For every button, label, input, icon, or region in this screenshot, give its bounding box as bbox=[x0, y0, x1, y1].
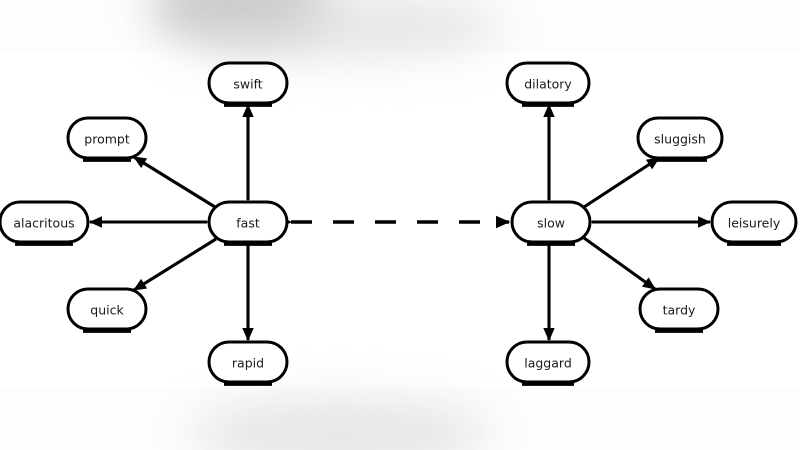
node-shape[interactable] bbox=[0, 200, 90, 244]
node-fast[interactable]: fast bbox=[207, 200, 289, 246]
node-shape[interactable] bbox=[710, 200, 798, 244]
edge-fast-prompt[interactable] bbox=[133, 155, 229, 219]
node-shape[interactable] bbox=[66, 287, 148, 331]
node-shape[interactable] bbox=[505, 61, 591, 105]
edge-line bbox=[133, 227, 230, 292]
node-shape[interactable] bbox=[207, 61, 289, 105]
edge-slow-sluggish[interactable] bbox=[570, 156, 660, 219]
node-swift[interactable]: swift bbox=[207, 61, 289, 107]
node-sluggish[interactable]: sluggish bbox=[636, 116, 724, 162]
node-shape[interactable] bbox=[207, 200, 289, 244]
node-rapid[interactable]: rapid bbox=[207, 340, 289, 386]
node-dilatory[interactable]: dilatory bbox=[505, 61, 591, 107]
node-shape[interactable] bbox=[207, 340, 289, 384]
node-shape[interactable] bbox=[66, 116, 148, 160]
node-alacritous[interactable]: alacritous bbox=[0, 200, 90, 246]
node-shape[interactable] bbox=[638, 287, 720, 331]
edge-line bbox=[570, 156, 660, 219]
node-tardy[interactable]: tardy bbox=[638, 287, 720, 333]
node-shape[interactable] bbox=[636, 116, 724, 160]
node-slow[interactable]: slow bbox=[510, 200, 592, 246]
node-shape[interactable] bbox=[510, 200, 592, 244]
edges-layer bbox=[88, 103, 712, 342]
edge-slow-tardy[interactable] bbox=[570, 226, 656, 291]
edge-line bbox=[133, 155, 229, 219]
edge-line bbox=[570, 226, 656, 291]
edge-fast-quick[interactable] bbox=[133, 227, 230, 292]
node-quick[interactable]: quick bbox=[66, 287, 148, 333]
node-prompt[interactable]: prompt bbox=[66, 116, 148, 162]
node-shape[interactable] bbox=[505, 340, 591, 384]
node-laggard[interactable]: laggard bbox=[505, 340, 591, 386]
node-leisurely[interactable]: leisurely bbox=[710, 200, 798, 246]
